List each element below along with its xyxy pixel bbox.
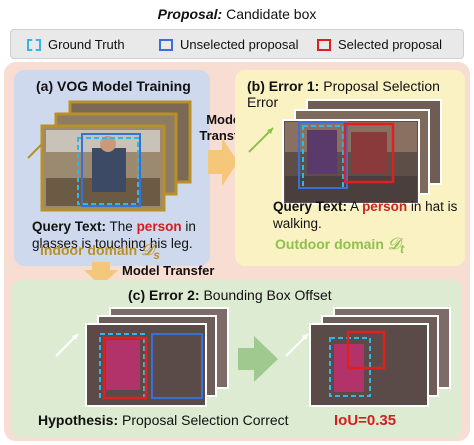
panel-a-domain-label: Indoor domain	[40, 242, 138, 258]
legend-label-selected: Selected proposal	[338, 37, 443, 52]
panel-b-query: Query Text: A person in hat is walking.	[273, 198, 463, 232]
legend-item-ground-truth: Ground Truth	[27, 37, 125, 52]
header-title-rest: Candidate box	[222, 6, 317, 22]
panel-c-title-rest: Bounding Box Offset	[199, 287, 332, 303]
transfer-down-label: Model Transfer	[122, 263, 215, 278]
panel-c-hypothesis-label: Hypothesis:	[38, 412, 119, 428]
panel-c-right-offset-box	[346, 330, 386, 370]
header-title-bold: Proposal:	[157, 6, 223, 22]
panel-c-left-stack-arrowhead-icon	[72, 334, 78, 340]
panel-b-query-after: in hat is walking.	[273, 199, 458, 231]
panel-c-iou-value: IoU=0.35	[334, 412, 397, 429]
legend-label-ground-truth: Ground Truth	[48, 37, 125, 52]
panel-a-query-after: in glasses is touching his leg.	[32, 219, 196, 251]
ground-truth-swatch-icon	[27, 38, 41, 51]
unselected-swatch-icon	[159, 38, 173, 51]
panel-b-title: (b) Error 1: Proposal Selection Error	[247, 78, 465, 110]
panel-b-domain-label: Outdoor domain	[275, 236, 384, 252]
legend-item-unselected: Unselected proposal	[159, 37, 299, 52]
outdoor-photo-person-left	[307, 130, 337, 174]
panel-b-title-rest: Proposal Selection Error	[247, 78, 440, 110]
panel-c-hypothesis-text: Proposal Selection Correct	[118, 412, 289, 428]
panel-a-domain: Indoor domain 𝓓s	[40, 240, 160, 262]
panel-a-domain-symbol: 𝓓	[141, 240, 154, 259]
outdoor-stack-arrowhead-icon	[267, 128, 273, 134]
legend: Ground Truth Unselected proposal Selecte…	[10, 29, 464, 59]
indoor-photo-person	[92, 148, 126, 192]
legend-label-unselected: Unselected proposal	[180, 37, 299, 52]
indoor-image-stack	[27, 100, 192, 212]
panel-c-green-arrow-icon	[238, 336, 278, 382]
panel-b-title-bold: (b) Error 1:	[247, 78, 320, 94]
panel-b-domain-symbol: 𝓓	[387, 234, 401, 253]
panel-a-query: Query Text: The person in glasses is tou…	[32, 218, 206, 252]
panel-a-training: (a) VOG Model Training Query Text: The p…	[14, 70, 210, 266]
panel-b-query-before: A	[347, 199, 363, 214]
outdoor-photo-person-right	[351, 132, 387, 174]
transfer-down-arrow-icon	[84, 262, 118, 286]
panel-b-error1: (b) Error 1: Proposal Selection Error Qu…	[235, 70, 465, 266]
indoor-proposal-box	[81, 133, 141, 207]
panel-a-domain-sub: s	[153, 248, 160, 262]
indoor-ground-truth-box	[77, 137, 139, 205]
outdoor-unselected-box	[298, 121, 348, 189]
panel-a-title: (a) VOG Model Training	[36, 78, 191, 94]
figure-header: Proposal: Candidate box Ground Truth Uns…	[0, 0, 474, 64]
panel-a-query-highlight: person	[136, 219, 182, 234]
indoor-photo-head	[100, 136, 116, 152]
panel-c-right-image-stack	[285, 307, 451, 407]
panel-c-left-photo-person	[106, 340, 140, 390]
panel-c-error2: (c) Error 2: Bounding Box Offset Hypothe…	[12, 280, 462, 438]
panel-b-domain-sub: t	[400, 242, 404, 256]
outdoor-image-stack	[248, 99, 442, 205]
panel-c-left-image-stack	[55, 307, 229, 407]
transfer-right-line1: Model	[206, 112, 244, 127]
panel-c-title-bold: (c) Error 2:	[128, 287, 200, 303]
panel-c-hypothesis: Hypothesis: Proposal Selection Correct	[38, 412, 289, 429]
legend-item-selected: Selected proposal	[317, 37, 442, 52]
panel-c-title: (c) Error 2: Bounding Box Offset	[128, 287, 332, 303]
panel-b-query-label: Query Text:	[273, 199, 348, 214]
panel-c-left-unselected-box	[151, 333, 203, 399]
panel-a-query-label: Query Text:	[32, 219, 107, 234]
header-title: Proposal: Candidate box	[0, 6, 474, 22]
selected-swatch-icon	[317, 38, 331, 51]
panel-c-left-selected-box	[102, 336, 148, 400]
transfer-right-arrow-icon	[208, 138, 238, 186]
panel-b-domain: Outdoor domain 𝓓t	[275, 234, 404, 256]
outdoor-selected-box	[343, 122, 395, 184]
panel-b-query-highlight: person	[362, 199, 408, 214]
panel-c-right-stack-arrowhead-icon	[302, 334, 308, 340]
panel-a-query-before: The	[106, 219, 137, 234]
